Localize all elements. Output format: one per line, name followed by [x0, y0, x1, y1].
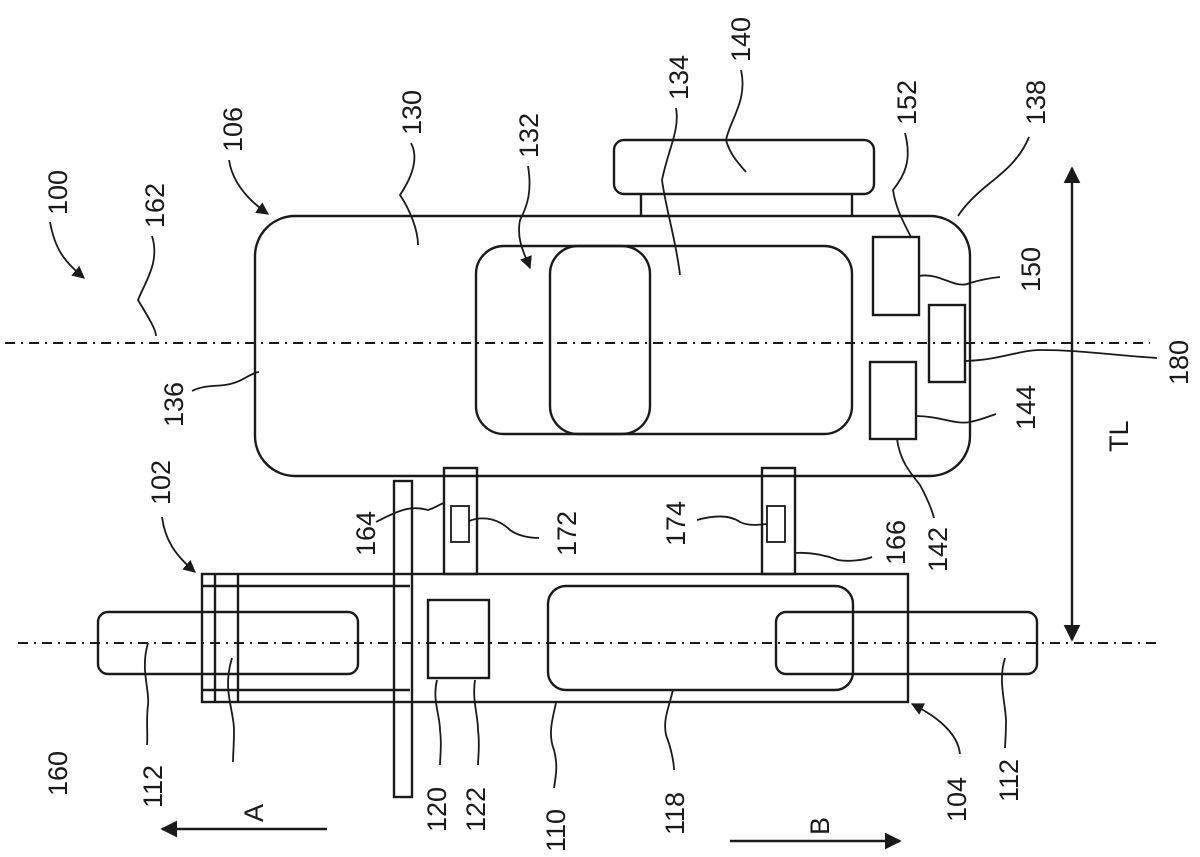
- label-152: 152: [892, 80, 922, 125]
- label-tl: TL: [1104, 420, 1134, 452]
- leader-140: [725, 69, 747, 173]
- leader-118: [664, 689, 675, 771]
- reference-labels: 100 162 106 130 132 134 140 152 138 150 …: [43, 17, 1194, 852]
- module-142: [868, 360, 918, 441]
- label-180: 180: [1164, 340, 1194, 385]
- label-150: 150: [1016, 247, 1046, 292]
- label-174: 174: [661, 501, 691, 546]
- label-160: 160: [43, 751, 73, 796]
- label-136: 136: [159, 382, 189, 427]
- towed-vehicle-body: [253, 214, 972, 478]
- leader-110: [550, 702, 558, 789]
- tow-rear-wheel: [774, 610, 1039, 676]
- cabin-roof-panel: [548, 244, 652, 436]
- leader-136: [191, 371, 260, 392]
- leader-106: [228, 159, 270, 215]
- leader-150: [918, 274, 1001, 286]
- label-132: 132: [514, 113, 544, 158]
- label-b: B: [805, 817, 835, 835]
- label-104: 104: [942, 777, 972, 822]
- label-140: 140: [726, 17, 756, 62]
- bracket-164: [442, 466, 479, 576]
- leader-120: [434, 679, 442, 766]
- unit-120-122: [426, 598, 491, 680]
- spare-wheel: [612, 138, 876, 196]
- leader-180: [964, 349, 1158, 362]
- leader-160: [143, 642, 150, 746]
- sensor-172: [450, 505, 470, 543]
- label-118: 118: [660, 792, 690, 835]
- module-152: [871, 235, 921, 317]
- label-120: 120: [422, 787, 452, 832]
- leader-152: [892, 132, 912, 238]
- label-122: 122: [461, 787, 491, 832]
- leader-142: [896, 438, 935, 519]
- leader-100: [49, 221, 85, 279]
- cross-bar: [392, 479, 414, 799]
- leader-112-front: [227, 657, 235, 763]
- label-102: 102: [146, 460, 176, 505]
- sensor-174: [766, 505, 786, 543]
- label-144: 144: [1011, 385, 1041, 430]
- leader-164: [375, 502, 445, 523]
- leader-104: [910, 703, 961, 755]
- label-164: 164: [351, 511, 381, 556]
- tow-cab: [546, 584, 855, 692]
- leader-138: [957, 136, 1030, 217]
- leader-112-rear: [1001, 657, 1007, 749]
- label-112-front: 112: [138, 765, 168, 808]
- label-138: 138: [1021, 80, 1051, 125]
- label-100: 100: [43, 170, 73, 215]
- leader-172: [468, 517, 540, 539]
- leader-174: [696, 515, 768, 526]
- label-172: 172: [552, 511, 582, 556]
- label-a: A: [239, 804, 269, 822]
- label-110: 110: [541, 809, 571, 852]
- leader-132: [518, 165, 532, 270]
- label-130: 130: [397, 90, 427, 135]
- label-134: 134: [664, 55, 694, 100]
- leader-122: [473, 679, 480, 766]
- leader-166: [794, 551, 873, 562]
- label-162: 162: [140, 183, 170, 228]
- leader-144: [915, 413, 997, 424]
- leader-134: [661, 107, 681, 276]
- tow-vehicle-frame: [200, 572, 910, 704]
- module-180: [927, 303, 967, 384]
- leader-102: [161, 516, 196, 573]
- towed-vehicle-cabin: [474, 244, 854, 436]
- label-112-rear: 112: [994, 759, 1024, 802]
- leader-130: [398, 142, 419, 246]
- label-106: 106: [218, 107, 248, 152]
- label-166: 166: [881, 520, 911, 565]
- label-142: 142: [923, 527, 953, 572]
- leader-162: [136, 235, 157, 337]
